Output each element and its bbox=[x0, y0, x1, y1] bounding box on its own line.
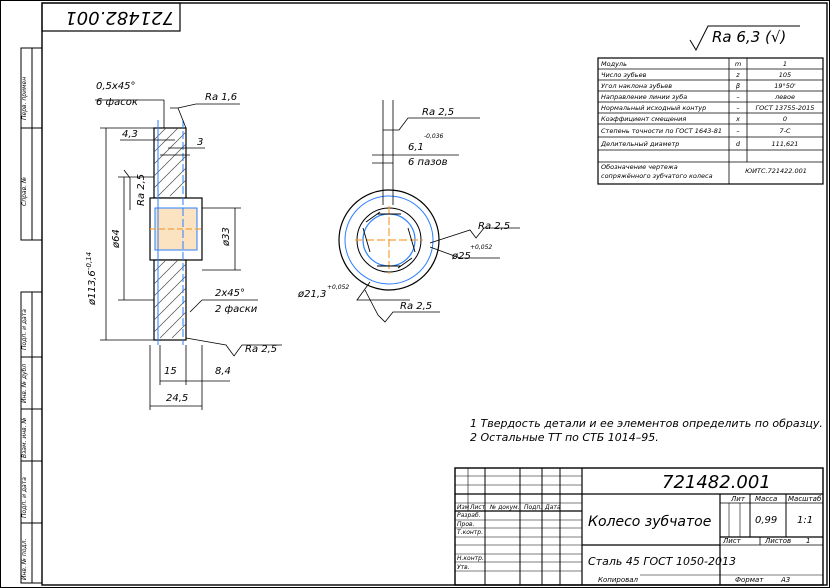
dim-d21-3-tol: +0,052 bbox=[327, 284, 350, 291]
ra-top-right: Ra 2,5 bbox=[422, 107, 455, 118]
note-2: 2 Остальные ТТ по СТБ 1014–95. bbox=[470, 431, 659, 444]
dim-24-5: 24,5 bbox=[166, 393, 189, 404]
side-label-orig-no: Инв. № подл. bbox=[21, 538, 28, 580]
dim-4-3: 4,3 bbox=[122, 129, 138, 140]
tb-scale-label: Масштаб bbox=[788, 495, 822, 503]
param-val: 7-С bbox=[779, 127, 791, 135]
tb-role-dev: Разраб. bbox=[457, 512, 481, 519]
ra-mid-right: Ra 2,5 bbox=[478, 221, 511, 232]
tb-role-tcontrol: Т.контр. bbox=[457, 529, 484, 536]
param-sym: – bbox=[736, 93, 740, 101]
tb-sheet-label: Лист bbox=[723, 537, 741, 545]
tb-col-date: Дата bbox=[545, 504, 561, 511]
slot-tol: -0,036 bbox=[424, 133, 444, 140]
slot-width: 6,1 bbox=[408, 142, 424, 153]
dim-d64: ø64 bbox=[111, 229, 122, 248]
side-label-sign-date-2: Подп. и дата bbox=[21, 477, 28, 518]
param-val: 105 bbox=[778, 71, 792, 79]
tb-role-check: Пров. bbox=[457, 521, 475, 528]
ra-left-vertical: Ra 2,5 bbox=[136, 173, 147, 206]
tb-scale: 1:1 bbox=[797, 515, 814, 526]
tb-copied: Копировал bbox=[598, 576, 638, 584]
tb-mass: 0,99 bbox=[755, 515, 778, 526]
dim-d25-tol: +0,052 bbox=[470, 244, 493, 251]
side-label-boxes bbox=[20, 47, 43, 584]
param-sym: z bbox=[736, 71, 740, 79]
ra-bottom-left: Ra 2,5 bbox=[245, 344, 278, 355]
param-val: ГОСТ 13755-2015 bbox=[755, 104, 815, 112]
param-name: Степень точности по ГОСТ 1643-81 bbox=[601, 127, 722, 135]
chamfer-top-note: 6 фасок bbox=[96, 97, 138, 108]
param-sym: x bbox=[736, 115, 740, 123]
param-name: Нормальный исходный контур bbox=[601, 104, 707, 112]
side-label-first-use: Перв. примен bbox=[21, 76, 28, 120]
tb-lit-label: Лит bbox=[731, 495, 745, 503]
param-val: 19°50' bbox=[774, 82, 796, 90]
roughness-symbol-icon bbox=[689, 25, 800, 52]
param-name: Делительный диаметр bbox=[601, 140, 680, 148]
param-sym: β bbox=[735, 82, 741, 90]
right-view-front bbox=[338, 100, 520, 323]
side-label-ref-no: Справ. № bbox=[21, 176, 28, 206]
chamfer-top: 0,5x45° bbox=[96, 81, 136, 92]
dim-d113-6-tol: -0,14 bbox=[85, 251, 93, 270]
left-view-section bbox=[95, 99, 282, 410]
param-sym: d bbox=[735, 140, 741, 148]
side-label-dup-no: Инв. № дубл bbox=[21, 363, 28, 403]
param-val: ЮИТС.721422.001 bbox=[745, 167, 807, 175]
ra-bottom-right: Ra 2,5 bbox=[400, 301, 433, 312]
note-1: 1 Твердость детали и ее элементов опреде… bbox=[470, 417, 823, 430]
param-name: Коэффициент смещения bbox=[601, 115, 687, 123]
tb-format: А3 bbox=[781, 576, 791, 584]
param-val: 1 bbox=[782, 60, 788, 68]
params-table-grid bbox=[597, 57, 824, 185]
dim-d21-3: ø21,3 bbox=[298, 289, 327, 300]
tb-role-approve: Утв. bbox=[457, 564, 470, 571]
param-name: Угол наклона зубьев bbox=[601, 82, 673, 90]
side-label-repl-no: Взам. инв. № bbox=[21, 417, 28, 458]
chamfer-bottom-note: 2 фаски bbox=[215, 304, 258, 315]
dim-d113-6: ø113,6 bbox=[87, 270, 98, 305]
param-sym: – bbox=[736, 104, 740, 112]
param-val: 0 bbox=[782, 115, 788, 123]
tb-sheets-label: Листов bbox=[765, 537, 792, 545]
stamp-designation: 721482.001 bbox=[65, 7, 174, 28]
dim-3: 3 bbox=[197, 137, 204, 148]
tb-col-izm: Изм bbox=[457, 504, 470, 511]
tb-material: Сталь 45 ГОСТ 1050-2013 bbox=[588, 555, 736, 568]
param-val: 111,621 bbox=[771, 140, 799, 148]
dim-8-4: 8,4 bbox=[215, 366, 231, 377]
tb-designation: 721482.001 bbox=[662, 472, 771, 493]
slot-note: 6 пазов bbox=[408, 157, 448, 168]
tb-sheets: 1 bbox=[806, 537, 811, 545]
tb-col-sign: Подп. bbox=[524, 504, 543, 511]
title-block-grid bbox=[454, 467, 824, 586]
param-name: Обозначение чертежа сопряжённого зубчато… bbox=[601, 163, 713, 180]
param-name: Число зубьев bbox=[601, 71, 647, 79]
tb-role-ncontrol: Н.контр. bbox=[457, 555, 484, 562]
stamp-box bbox=[41, 2, 181, 32]
tb-part-name: Колесо зубчатое bbox=[588, 514, 712, 530]
dim-15: 15 bbox=[164, 366, 177, 377]
param-name: Модуль bbox=[601, 60, 627, 68]
roughness-general: Ra 6,3 (√) bbox=[712, 28, 787, 46]
tb-col-list: Лист bbox=[470, 504, 486, 511]
chamfer-bottom: 2x45° bbox=[215, 288, 246, 299]
ra-top-left: Ra 1,6 bbox=[205, 92, 238, 103]
dim-d33: ø33 bbox=[221, 227, 232, 246]
param-sym: m bbox=[734, 60, 742, 68]
tb-col-doc: № докум. bbox=[490, 504, 520, 511]
dim-d25: ø25 bbox=[452, 251, 471, 262]
tb-format-label: Формат bbox=[735, 576, 764, 584]
param-name: Направление линии зуба bbox=[601, 93, 688, 101]
param-sym: – bbox=[736, 127, 740, 135]
param-val: левое bbox=[775, 93, 795, 101]
tb-mass-label: Масса bbox=[755, 495, 778, 503]
side-label-sign-date: Подп. и дата bbox=[21, 309, 28, 350]
